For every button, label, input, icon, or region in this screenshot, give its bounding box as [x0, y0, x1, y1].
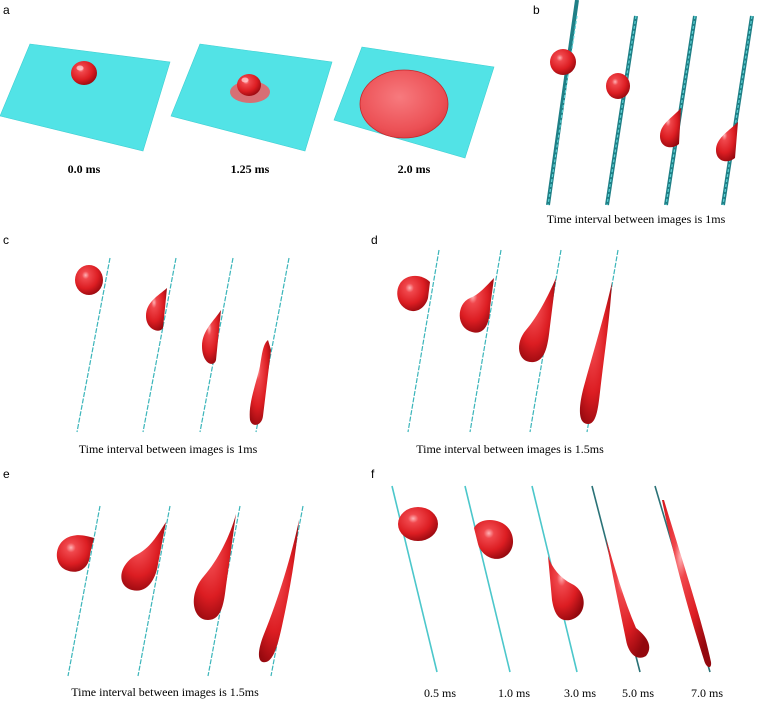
inclined-wall: [464, 485, 511, 673]
panel-d-caption: Time interval between images is 1.5ms: [416, 442, 604, 456]
droplet: [550, 49, 576, 75]
spread-droplet: [359, 69, 449, 139]
panel-d-label: d: [371, 233, 378, 247]
droplet: [397, 275, 430, 312]
panel-f-frame-2: 1.0 ms: [464, 485, 530, 700]
droplet: [249, 340, 271, 425]
panel-c-frame-2: [142, 257, 177, 433]
droplet: [193, 514, 236, 620]
panel-c-caption: Time interval between images is 1ms: [79, 442, 258, 456]
droplet: [202, 310, 221, 364]
inclined-wall: [76, 257, 111, 433]
droplet: [258, 520, 299, 663]
plate: [0, 43, 171, 152]
droplet: [237, 74, 261, 96]
panel-b-frame-4: [716, 15, 754, 206]
panel-a-frame-1: 0.0 ms: [0, 43, 171, 176]
droplet: [606, 73, 630, 99]
panel-b-label: b: [533, 3, 540, 17]
droplet-highlight: [241, 77, 249, 83]
panel-c-frame-4: [249, 257, 290, 433]
droplet: [579, 282, 612, 424]
wall-texture: [606, 15, 637, 206]
droplet: [548, 556, 584, 621]
droplet: [75, 265, 103, 295]
panel-f-frame-5: 7.0 ms: [654, 485, 723, 700]
panel-c-label: c: [3, 233, 9, 247]
panel-c: c Time interval between images is 1ms: [3, 233, 290, 456]
panel-e-label: e: [3, 467, 10, 481]
droplet: [662, 500, 712, 668]
droplet: [519, 278, 556, 363]
panel-d: d Time interval between images is 1.5ms: [371, 233, 619, 456]
panel-e-frame-1: [56, 505, 101, 677]
time-label: 3.0 ms: [564, 686, 596, 700]
droplet: [660, 108, 681, 148]
panel-e-caption: Time interval between images is 1.5ms: [71, 685, 259, 699]
panel-b: b Time interval between images is 1ms: [533, 0, 754, 226]
droplet: [606, 538, 650, 658]
panel-e-frame-2: [121, 505, 171, 677]
time-label: 2.0 ms: [398, 162, 431, 176]
panel-e-frame-4: [258, 505, 304, 677]
panel-a-frame-2: 1.25 ms: [170, 43, 333, 176]
inclined-wall: [137, 505, 171, 677]
panel-b-caption: Time interval between images is 1ms: [547, 212, 726, 226]
droplet: [56, 535, 94, 572]
panel-d-frame-1: [397, 249, 440, 433]
wall-texture: [722, 15, 753, 206]
panel-e-frame-3: [193, 505, 241, 677]
inclined-wall: [67, 505, 101, 677]
panel-f-frame-3: 3.0 ms: [531, 485, 596, 700]
droplet: [71, 61, 97, 85]
droplet: [146, 288, 167, 331]
droplet: [716, 122, 738, 162]
panel-b-frame-1: [546, 0, 579, 206]
panel-b-frame-2: [605, 15, 638, 206]
droplet-highlight: [76, 65, 84, 71]
inclined-wall: [391, 485, 438, 673]
droplet: [398, 507, 438, 541]
panel-c-frame-1: [75, 257, 111, 433]
panel-d-frame-3: [519, 249, 562, 433]
droplet: [474, 520, 514, 559]
time-label: 7.0 ms: [691, 686, 723, 700]
panel-f-label: f: [371, 467, 375, 481]
panel-a-frame-3: 2.0 ms: [333, 46, 495, 176]
panel-a-label: a: [3, 3, 10, 17]
time-label: 1.25 ms: [231, 162, 270, 176]
time-label: 5.0 ms: [622, 686, 654, 700]
panel-c-frame-3: [199, 257, 234, 433]
inclined-wall: [142, 257, 177, 433]
time-label: 0.5 ms: [424, 686, 456, 700]
panel-a: a 0.0 ms 1.25 ms 2.0 ms: [0, 3, 495, 176]
panel-b-frame-3: [660, 15, 697, 206]
droplet: [459, 278, 494, 333]
time-label: 0.0 ms: [68, 162, 101, 176]
panel-d-frame-2: [459, 249, 502, 433]
inclined-wall: [407, 249, 440, 433]
panel-e: e Time interval between images is 1.5ms: [3, 467, 304, 699]
inclined-wall: [469, 249, 502, 433]
time-label: 1.0 ms: [498, 686, 530, 700]
panel-d-frame-4: [579, 249, 619, 433]
panel-f-frame-1: 0.5 ms: [391, 485, 456, 700]
panel-f: f 0.5 ms 1.0 ms 3.0 ms 5.0 ms 7.0 ms: [371, 467, 723, 700]
panel-f-frame-4: 5.0 ms: [591, 485, 654, 700]
wall-texture: [547, 15, 578, 206]
droplet: [121, 522, 166, 591]
